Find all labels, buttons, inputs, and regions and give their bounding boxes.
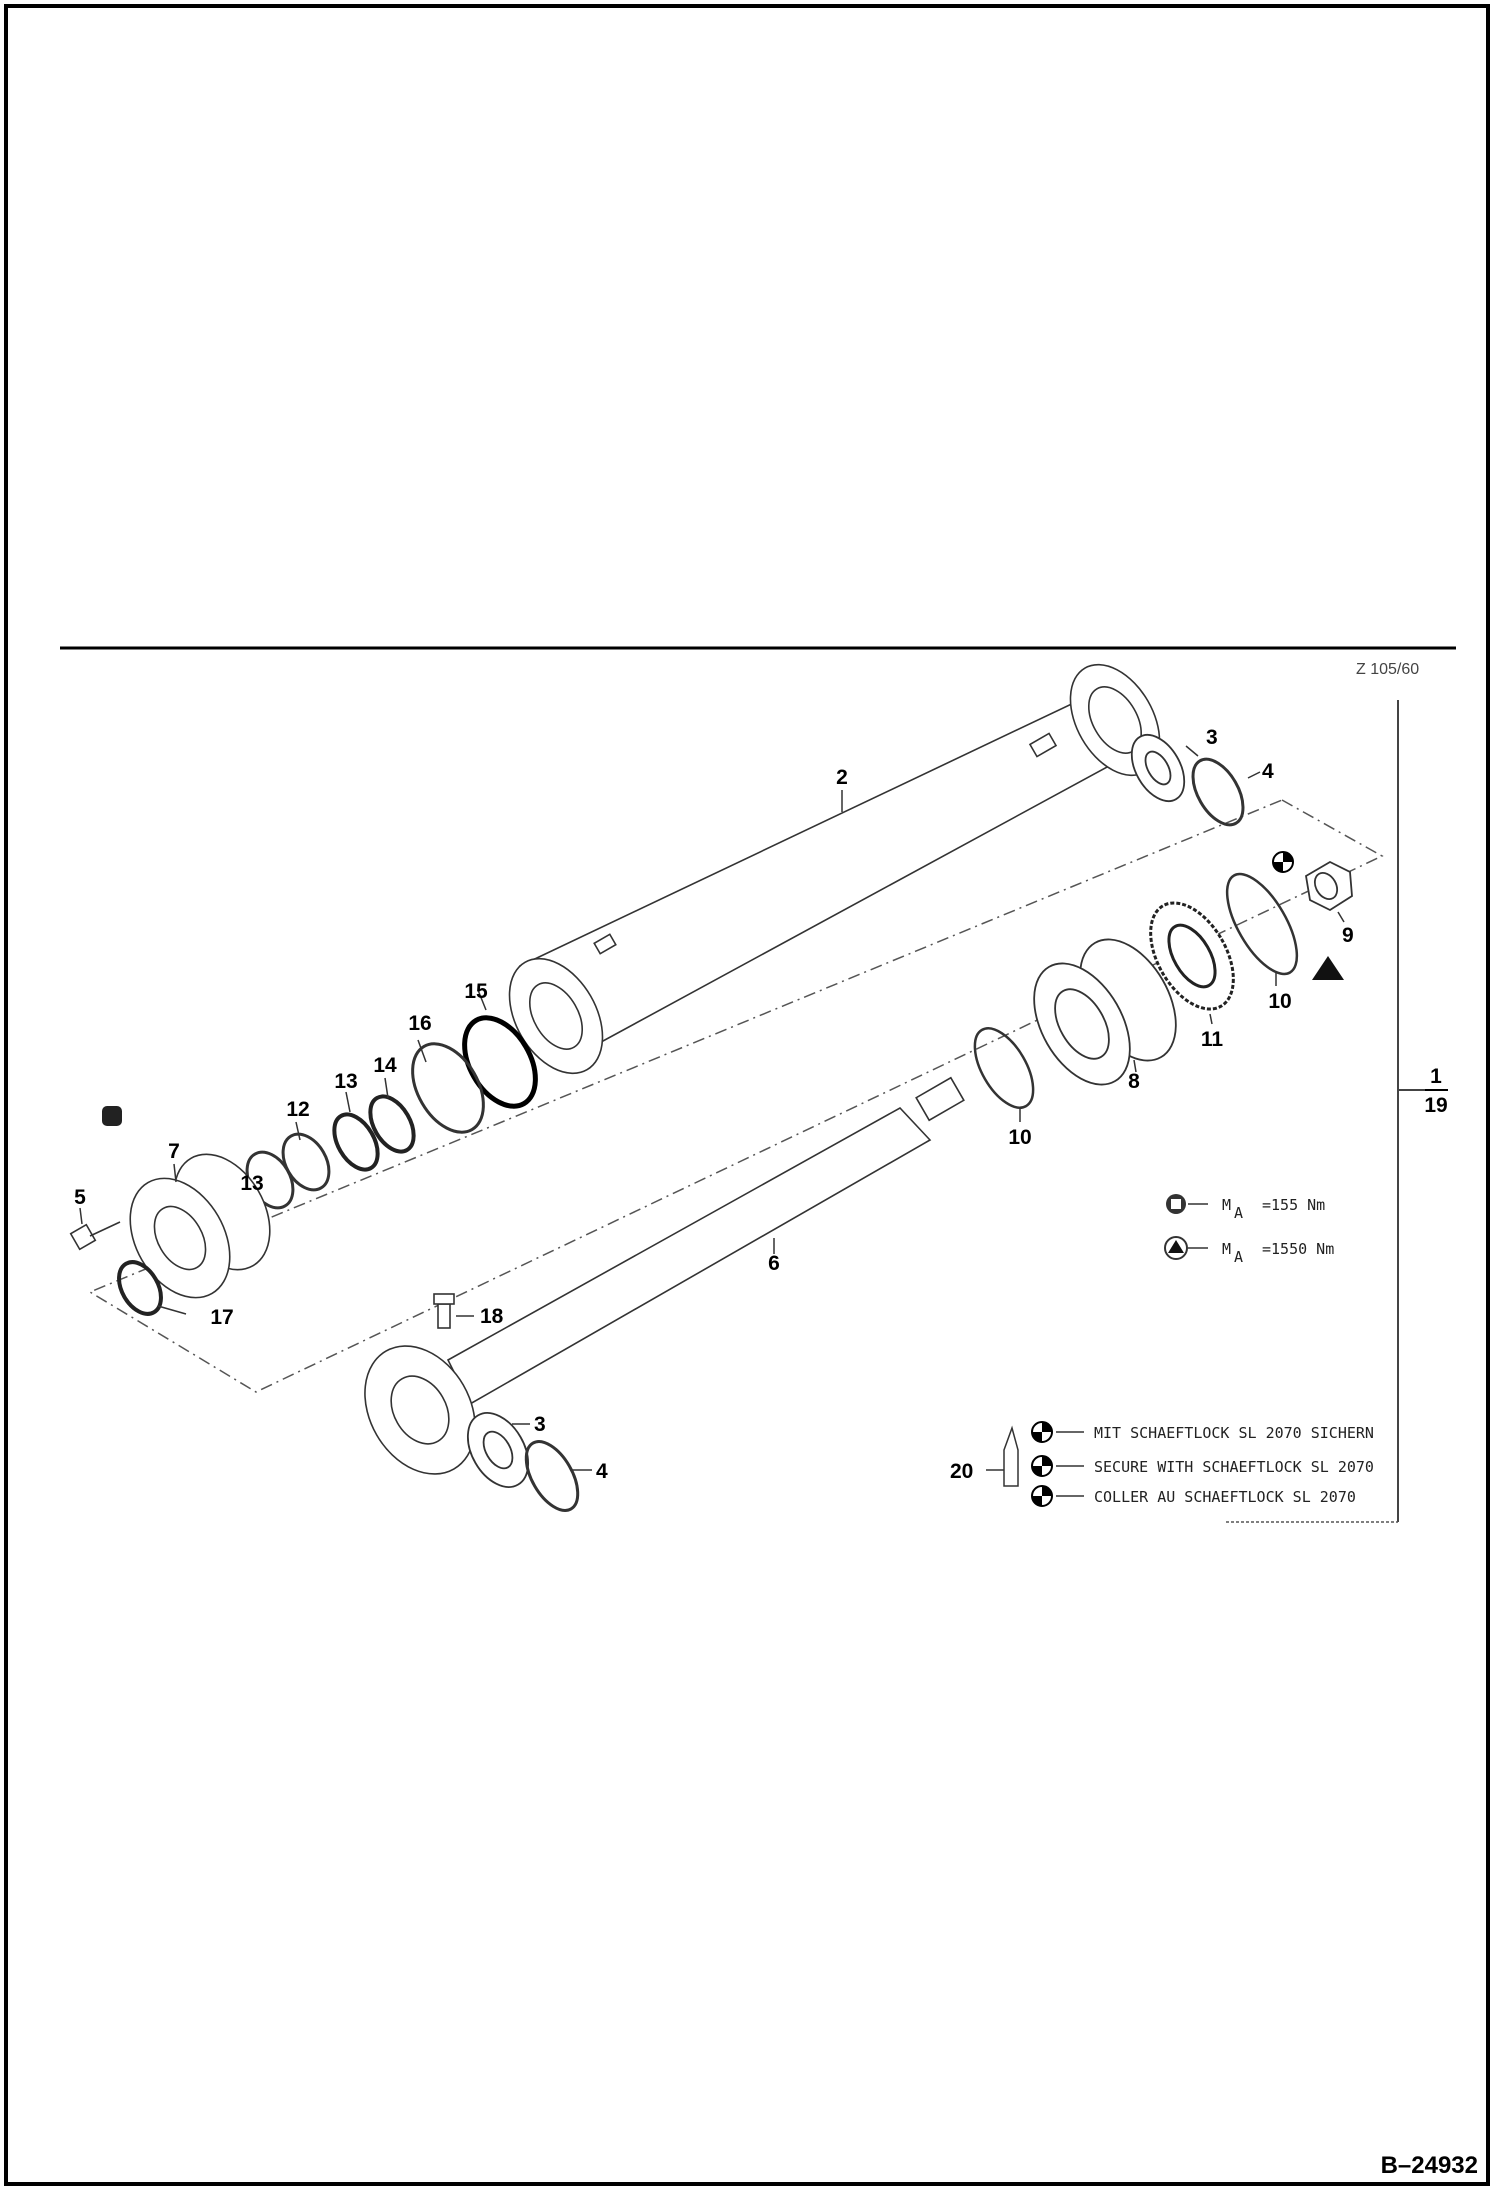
callout-4-top: 4 <box>1262 760 1274 783</box>
callout-8: 8 <box>1128 1070 1140 1093</box>
callout-4-bottom: 4 <box>596 1460 608 1483</box>
piston-8 <box>1033 938 1177 1086</box>
cylinder-barrel <box>508 663 1161 1075</box>
square-symbol-marker <box>102 1106 122 1126</box>
callout-9: 9 <box>1342 924 1354 947</box>
locking-note-fr: COLLER AU SCHAEFTLOCK SL 2070 <box>1094 1488 1356 1506</box>
o-ring-15 <box>462 1015 538 1109</box>
svg-text:A: A <box>1234 1248 1243 1266</box>
svg-text:M: M <box>1222 1240 1231 1258</box>
callout-7: 7 <box>168 1140 180 1163</box>
callout-12: 12 <box>286 1098 309 1121</box>
bearing-3-top <box>1130 734 1186 802</box>
ring-10-top <box>1225 872 1299 976</box>
callout-20: 20 <box>950 1460 973 1483</box>
svg-text:=1550 Nm: =1550 Nm <box>1262 1240 1334 1258</box>
callout-2: 2 <box>836 766 848 789</box>
nut-9 <box>1305 860 1353 912</box>
leader-lines <box>79 745 1345 1471</box>
ring-17 <box>117 1260 163 1316</box>
ring-14 <box>368 1094 416 1154</box>
torque-legend: M A =155 Nm M A =1550 Nm <box>1164 1194 1334 1266</box>
callout-18: 18 <box>480 1305 504 1328</box>
lock-symbol-icon <box>1031 1421 1053 1507</box>
bolt-5 <box>69 1221 121 1251</box>
bearing-3-bottom <box>466 1412 530 1488</box>
locking-note-en: SECURE WITH SCHAEFTLOCK SL 2070 <box>1094 1458 1374 1476</box>
svg-text:=155 Nm: =155 Nm <box>1262 1196 1325 1214</box>
locking-note-de: MIT SCHAEFTLOCK SL 2070 SICHERN <box>1094 1424 1374 1442</box>
callout-5: 5 <box>74 1186 86 1209</box>
gland-head <box>129 1153 271 1299</box>
callout-15: 15 <box>464 980 488 1003</box>
assembly-qty: 19 <box>1424 1094 1447 1117</box>
schaeftlock-bottle-icon <box>1003 1425 1019 1487</box>
svg-text:M: M <box>1222 1196 1231 1214</box>
ring-10-lower <box>973 1027 1035 1109</box>
ring-4-bottom <box>524 1440 580 1512</box>
svg-text:A: A <box>1234 1204 1243 1222</box>
ring-4-top <box>1191 757 1245 827</box>
triangle-marker-nut <box>1312 956 1344 980</box>
grease-nipple-18 <box>433 1293 455 1329</box>
callout-3-top: 3 <box>1206 726 1218 749</box>
callout-10-top: 10 <box>1268 990 1291 1013</box>
rod-assembly-boundary <box>88 799 1384 1393</box>
callout-11: 11 <box>1201 1028 1224 1051</box>
ring-13a <box>332 1112 380 1172</box>
locking-notes: MIT SCHAEFTLOCK SL 2070 SICHERN SECURE W… <box>986 1421 1374 1507</box>
nut-11 <box>1149 901 1235 1011</box>
callout-13b: 13 <box>240 1172 263 1195</box>
callout-10-lower: 10 <box>1008 1126 1031 1149</box>
piston-rod <box>364 1076 965 1475</box>
page-frame <box>4 4 1490 2186</box>
callout-17: 17 <box>210 1306 233 1329</box>
page-id: B–24932 <box>1380 2152 1478 2179</box>
assembly-item: 1 <box>1430 1065 1442 1088</box>
callout-16: 16 <box>408 1012 431 1035</box>
drawing-ref: Z 105/60 <box>1356 661 1419 678</box>
callout-3-bottom: 3 <box>534 1413 546 1436</box>
callout-13a: 13 <box>334 1070 357 1093</box>
callout-6: 6 <box>768 1252 780 1275</box>
ring-16 <box>411 1042 485 1134</box>
callout-14: 14 <box>373 1054 397 1077</box>
